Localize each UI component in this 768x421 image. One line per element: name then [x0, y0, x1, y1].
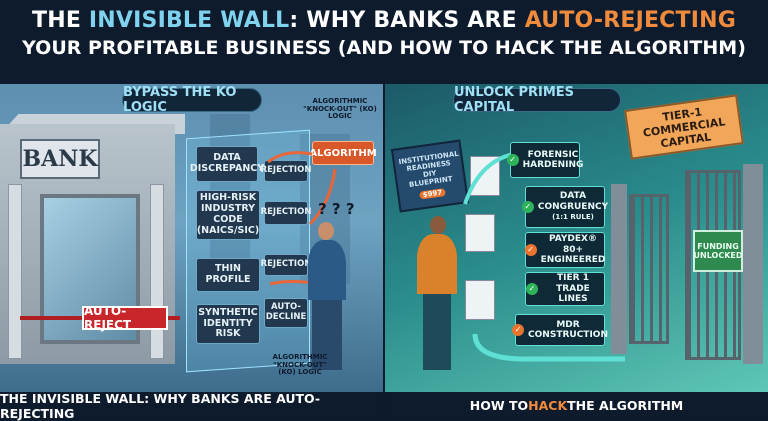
- woman-head: [430, 216, 446, 234]
- step-mdr-construction: ✓MDR CONSTRUCTION: [512, 314, 608, 346]
- right-section-header: UNLOCK PRIMES CAPITAL: [453, 85, 621, 115]
- question-marks: ? ? ?: [318, 200, 355, 218]
- step-label: FORENSIC HARDENING: [522, 149, 584, 170]
- check-icon: ✓: [512, 324, 525, 336]
- businessman-body: [308, 240, 346, 300]
- arrow: [308, 168, 337, 226]
- right-panel: UNLOCK PRIMES CAPITAL INSTITUTIONAL READ…: [385, 84, 768, 392]
- funding-unlocked-sign: FUNDING UNLOCKED: [693, 230, 743, 272]
- algorithm-box: ALGORITHM: [309, 141, 377, 165]
- factor-data-discrepancy: DATA DISCREPANCY: [190, 146, 264, 182]
- factor-result: REJECTION: [261, 201, 311, 225]
- factor-thin-profile: THIN PROFILE: [196, 258, 260, 292]
- factor-synthetic-identity: SYNTHETIC IDENTITY RISK: [196, 304, 260, 344]
- bank-column: [150, 184, 164, 359]
- factor-result: AUTO-DECLINE: [264, 298, 308, 328]
- document-icon: [465, 214, 495, 252]
- auto-reject-sign: AUTO-REJECT: [82, 304, 168, 332]
- check-icon: ✓: [506, 154, 519, 166]
- check-icon: ✓: [526, 283, 538, 295]
- gate-door: [629, 194, 669, 344]
- footer-highlight: HACK: [528, 398, 568, 413]
- ko-logic-label-bottom: ALGORITHMIC "KNOCK-OUT" (KO) LOGIC: [272, 353, 328, 377]
- step-label: PAYDEX® 80+ ENGINEERED: [540, 234, 606, 266]
- step-paydex: ✓PAYDEX® 80+ ENGINEERED: [524, 232, 606, 268]
- step-title: DATA CONGRUENCY: [537, 191, 609, 212]
- factor-result: REJECTION: [261, 254, 311, 276]
- businessman-head: [318, 222, 334, 240]
- arrow: [267, 151, 313, 164]
- ko-logic-label: ALGORITHMIC "KNOCK-OUT" (KO) LOGIC: [303, 97, 377, 121]
- gate-pillar: [743, 164, 763, 364]
- headline-highlight-blue: INVISIBLE WALL: [88, 8, 290, 33]
- headline-highlight-orange: AUTO-REJECTING: [524, 8, 736, 33]
- step-tier1-trade-lines: ✓ TIER 1 TRADE LINES: [525, 272, 605, 306]
- businessman-legs: [312, 300, 342, 370]
- step-forensic-hardening: ✓FORENSIC HARDENING: [506, 142, 583, 178]
- factor-result: REJECTION: [261, 160, 311, 182]
- step-subtitle: (1:1 RULE): [552, 213, 594, 222]
- arrow: [472, 333, 625, 362]
- left-panel: BANK AUTO-REJECT BYPASS THE KO LOGIC DAT…: [0, 84, 383, 392]
- step-label: MDR CONSTRUCTION: [528, 319, 608, 340]
- headline-text: THE: [32, 8, 89, 33]
- check-icon: ✓: [521, 201, 534, 213]
- step-data-congruency: ✓DATA CONGRUENCY(1:1 RULE): [521, 186, 608, 228]
- factor-high-risk-industry: HIGH-RISK INDUSTRY CODE (NAICS/SIC): [196, 190, 260, 240]
- headline: THE INVISIBLE WALL: WHY BANKS ARE AUTO-R…: [0, 0, 768, 84]
- footer-right-caption: HOW TO HACK THE ALGORITHM: [385, 392, 768, 419]
- left-section-header: BYPASS THE KO LOGIC: [122, 85, 262, 115]
- woman-body: [417, 234, 457, 294]
- step-label: TIER 1 TRADE LINES: [556, 273, 590, 305]
- bank-sign: BANK: [20, 139, 100, 179]
- headline-text: : WHY BANKS ARE: [289, 8, 525, 33]
- footer-text: HOW TO: [469, 398, 529, 413]
- headline-line-2: YOUR PROFITABLE BUSINESS (AND HOW TO HAC…: [22, 37, 746, 59]
- headline-line-1: THE INVISIBLE WALL: WHY BANKS ARE AUTO-R…: [0, 0, 768, 33]
- footer-left-caption: THE INVISIBLE WALL: WHY BANKS ARE AUTO-R…: [0, 391, 383, 421]
- gate-pillar: [611, 184, 627, 354]
- book-price: $997: [419, 188, 446, 200]
- bank-column: [8, 184, 22, 359]
- woman-legs: [423, 294, 451, 370]
- footer-text: THE ALGORITHM: [567, 398, 684, 413]
- panel-divider: [383, 84, 385, 392]
- tier1-capital-sign: TIER-1 COMMERCIAL CAPITAL: [624, 94, 744, 160]
- step-label: DATA CONGRUENCY(1:1 RULE): [538, 191, 608, 222]
- check-icon: ✓: [524, 244, 537, 256]
- document-icon: [465, 280, 495, 320]
